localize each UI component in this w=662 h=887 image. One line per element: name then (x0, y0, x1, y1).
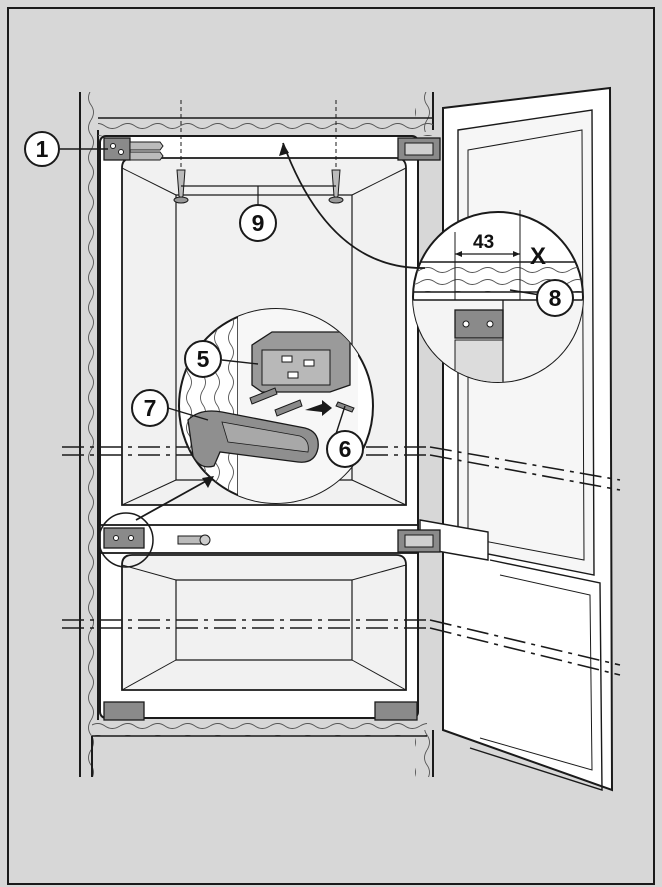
detail-arrow-bracket (135, 479, 209, 521)
top-screws (173, 100, 344, 205)
callout-8-label: 8 (549, 285, 562, 311)
callout-9: 9 (239, 204, 277, 242)
top-right-hinge (397, 137, 441, 161)
cabinet-top-panel (98, 117, 433, 136)
callout-5-label: 5 (197, 346, 210, 372)
middle-left-bracket (103, 527, 211, 549)
bracket-assembly-circle (178, 308, 374, 504)
bottom-right-bracket (374, 701, 418, 721)
callout-8: 8 (536, 279, 574, 317)
detail-ring-small (98, 512, 154, 568)
callout-1: 1 (24, 131, 60, 167)
callout-leaders (60, 148, 541, 441)
callout-7: 7 (131, 389, 169, 427)
cabinet-left-wall (79, 92, 99, 777)
cabinet-bottom-panel (91, 720, 427, 777)
bottom-left-bracket (103, 701, 145, 721)
top-left-bracket (103, 137, 164, 161)
middle-right-hinge (397, 529, 441, 553)
marker-x-label: X (530, 243, 546, 270)
callout-5: 5 (184, 340, 222, 378)
callout-1-label: 1 (36, 136, 49, 162)
callout-6-label: 6 (339, 436, 352, 462)
dimension-label: 43 (473, 232, 494, 253)
callout-7-label: 7 (144, 395, 157, 421)
callout-6: 6 (326, 430, 364, 468)
callout-9-label: 9 (252, 210, 265, 236)
appliance-door (419, 86, 614, 792)
detail-arrow-top (282, 142, 426, 269)
